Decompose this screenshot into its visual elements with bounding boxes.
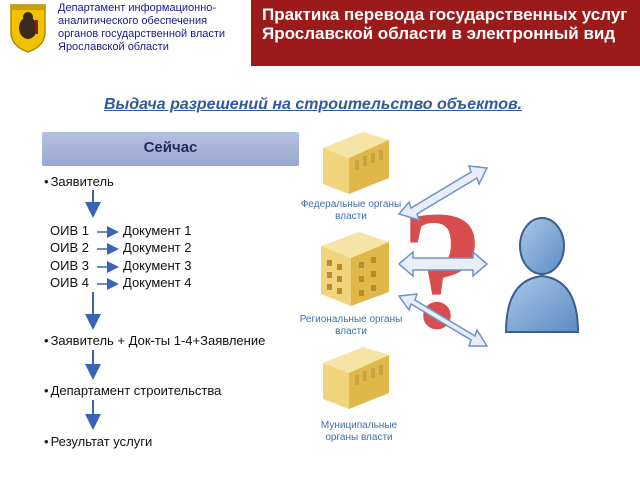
applicant-item: Заявитель	[44, 174, 114, 189]
applicant-docs-item: Заявитель + Док-ты 1-4+Заявление	[44, 333, 266, 348]
title-banner	[251, 0, 640, 66]
oiv-label: ОИВ 4	[50, 275, 89, 290]
oiv-label: ОИВ 1	[50, 223, 89, 238]
oiv-label: ОИВ 2	[50, 240, 89, 255]
document-label: Документ 1	[123, 223, 192, 238]
document-label: Документ 4	[123, 275, 192, 290]
page-title: Практика перевода государственных услуг …	[262, 5, 628, 43]
coat-of-arms-icon	[10, 4, 46, 53]
double-arrows	[397, 165, 489, 347]
federal-authorities-label: Федеральные органы власти	[300, 199, 402, 222]
building-icon	[323, 132, 389, 194]
now-header-bar	[42, 132, 299, 166]
construction-department-item: Департамент строительства	[44, 383, 222, 398]
oiv-label: ОИВ 3	[50, 258, 89, 273]
slide-subtitle: Выдача разрешений на строительство объек…	[104, 96, 523, 113]
now-label: Сейчас	[143, 139, 198, 156]
municipal-authorities-label: Муниципальные органы власти	[320, 420, 398, 443]
department-name: Департамент информационно-аналитического…	[58, 2, 226, 53]
building-icon	[321, 232, 389, 306]
building-icon	[323, 347, 389, 409]
document-label: Документ 3	[123, 258, 192, 273]
document-label: Документ 2	[123, 240, 192, 255]
result-item: Результат услуги	[44, 434, 153, 449]
person-icon	[504, 217, 580, 333]
regional-authorities-label: Региональные органы власти	[299, 314, 403, 337]
